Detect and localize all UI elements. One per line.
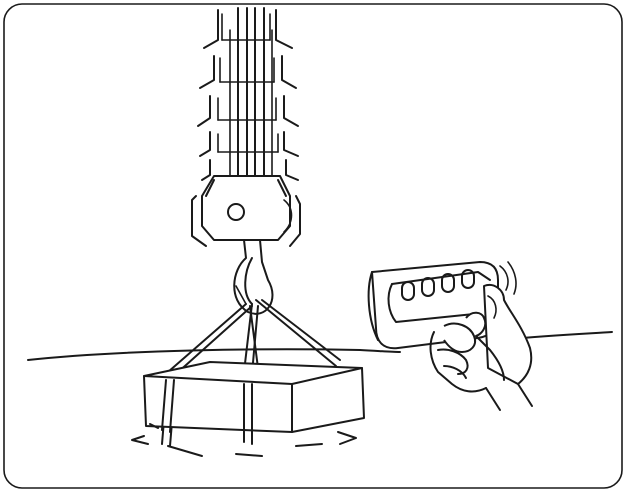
ground-line (28, 349, 400, 360)
crane-boom (198, 8, 298, 180)
load-box-icon (144, 362, 364, 442)
crane-block-icon (192, 176, 300, 246)
vibration-marks-icon (500, 262, 516, 294)
